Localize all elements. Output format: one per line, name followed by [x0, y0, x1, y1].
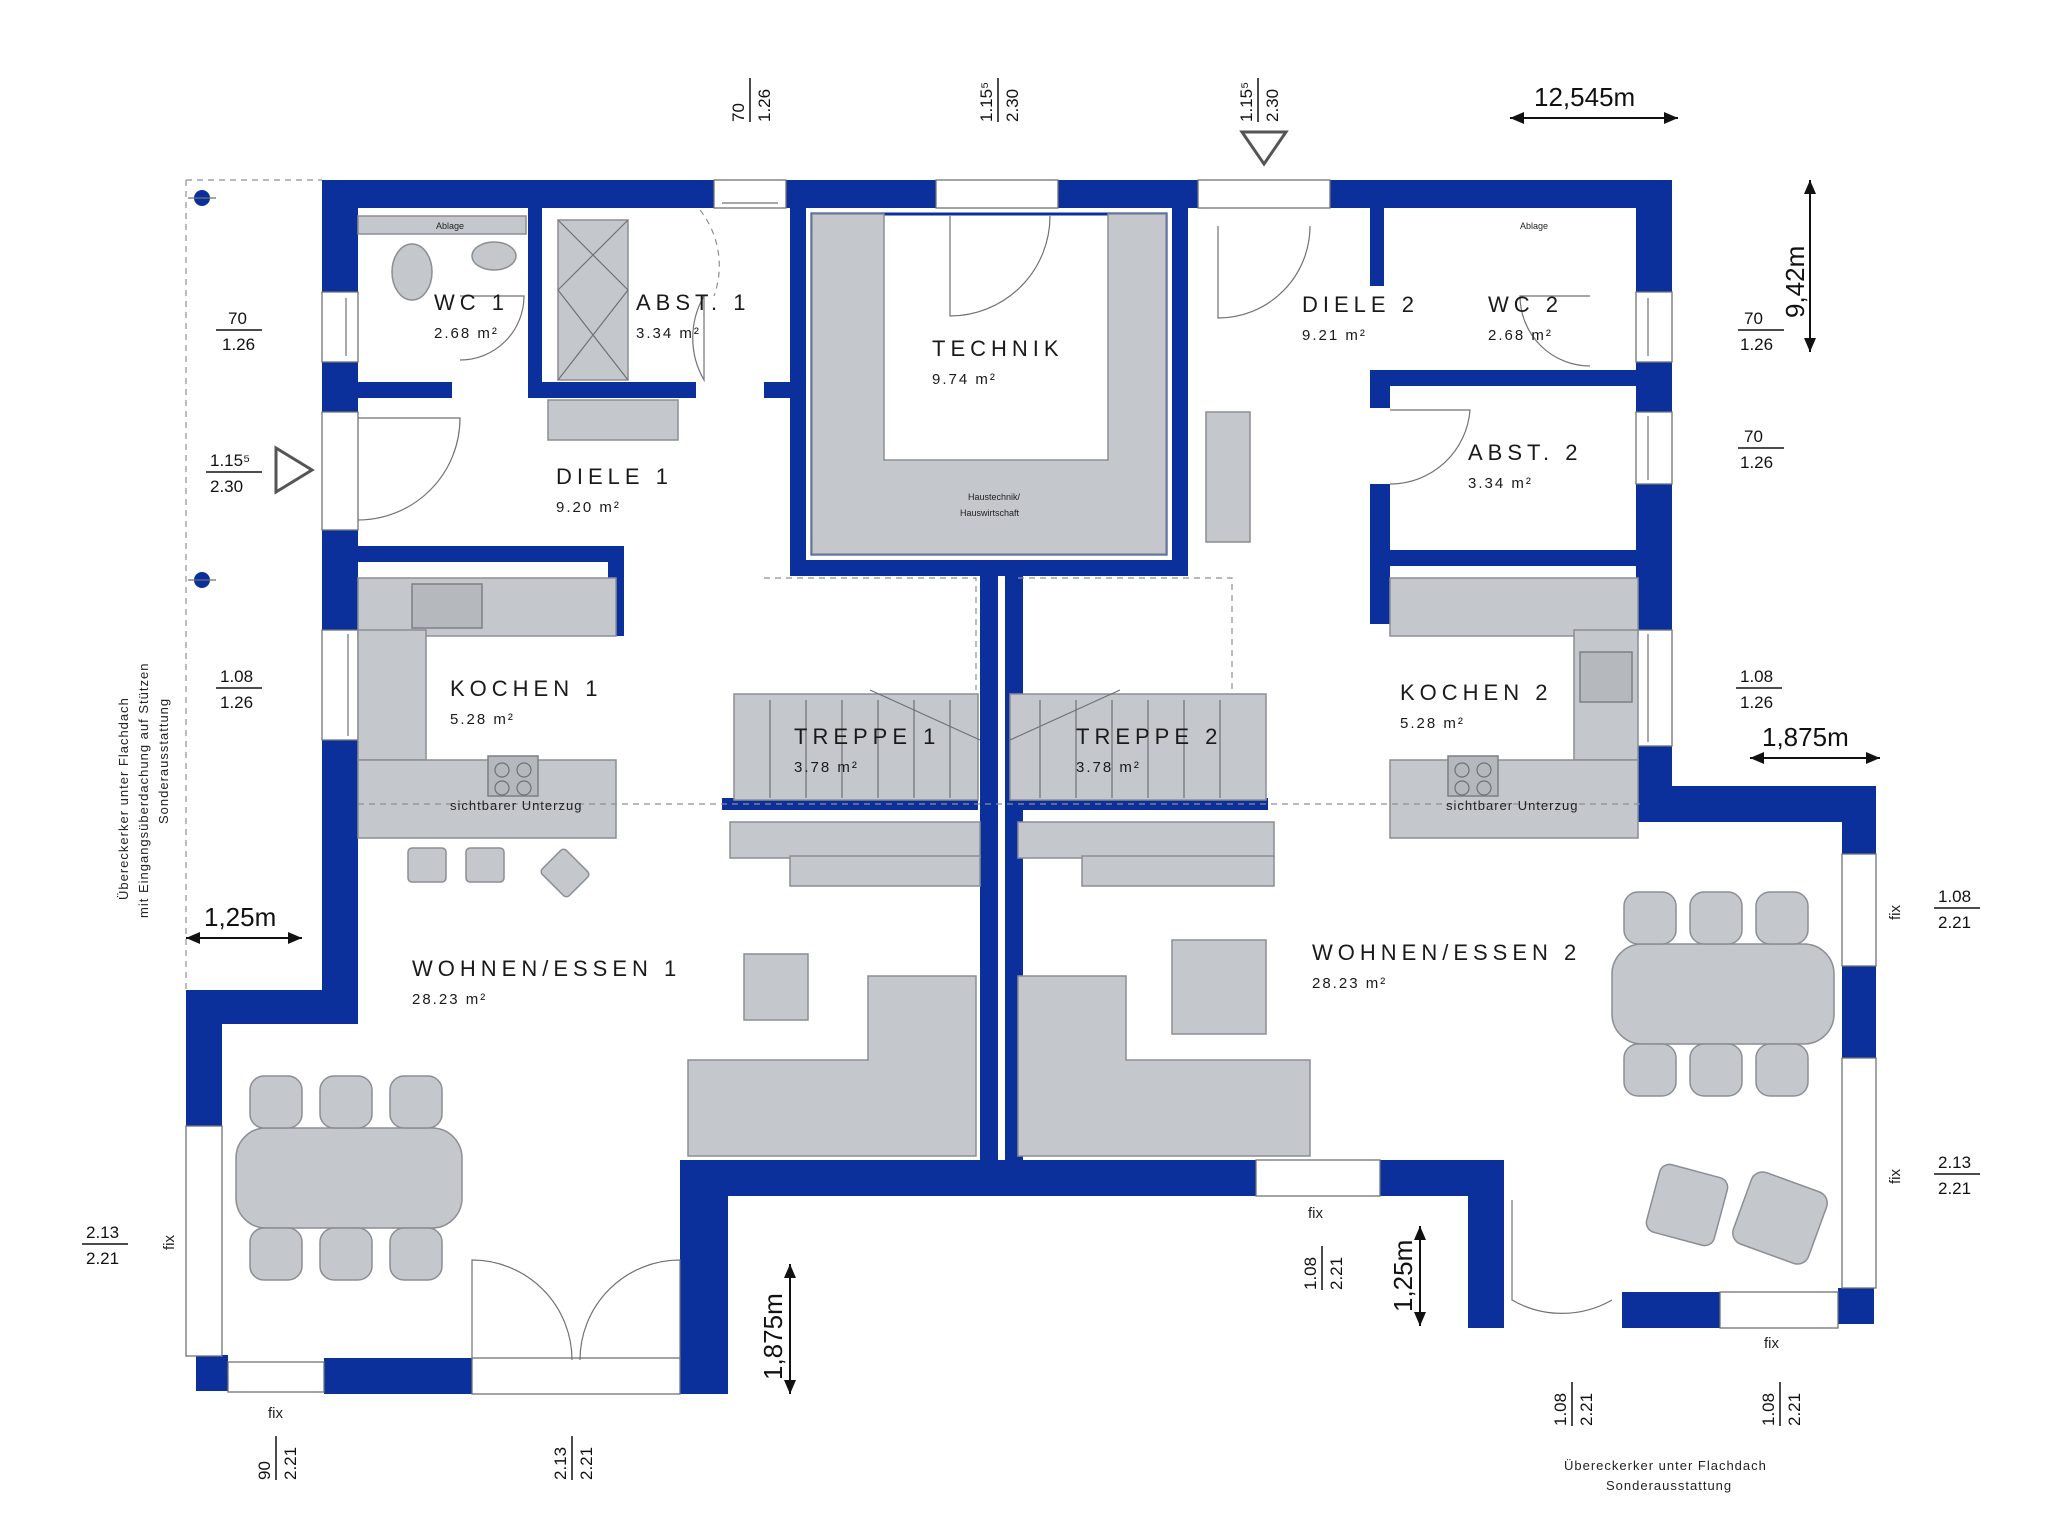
- openings: [185, 179, 1877, 1395]
- left-a-num: 70: [228, 309, 247, 328]
- right-b-num: 70: [1744, 427, 1763, 446]
- fix-labels: fix fix fix fix fix fix: [161, 905, 1904, 1423]
- technik-note-1: Haustechnik/: [968, 492, 1021, 502]
- bay-left-width: 1,875m: [758, 1293, 788, 1380]
- wohnen2-area: 28.23 m²: [1312, 975, 1387, 992]
- note-right-2: Sonderausstattung: [1606, 1478, 1732, 1493]
- right-d-num: 1.08: [1938, 887, 1971, 906]
- overall-depth: 9,42m: [1780, 246, 1810, 318]
- wc1-area: 2.68 m²: [434, 325, 499, 342]
- wc2-name: WC 2: [1488, 292, 1563, 317]
- bottom-a-den: 2.21: [281, 1447, 300, 1480]
- wohnen1-name: WOHNEN/ESSEN 1: [412, 956, 681, 981]
- fix-label: fix: [268, 1405, 284, 1422]
- wc2-area: 2.68 m²: [1488, 327, 1553, 344]
- wohnen1-area: 28.23 m²: [412, 991, 487, 1008]
- diele1-area: 9.20 m²: [556, 499, 621, 516]
- kochen1-area: 5.28 m²: [450, 711, 515, 728]
- bottom-c-num: 1.08: [1551, 1393, 1570, 1426]
- right-c-den: 1.26: [1740, 693, 1773, 712]
- notes: Übereckerker unter Flachdach mit Eingang…: [116, 179, 1767, 1493]
- left-d-den: 2.21: [86, 1249, 119, 1268]
- fix-label: fix: [161, 1235, 178, 1251]
- right-a-den: 1.26: [1740, 335, 1773, 354]
- left-a-den: 1.26: [222, 335, 255, 354]
- left-b-den: 2.30: [210, 477, 243, 496]
- right-a-num: 70: [1744, 309, 1763, 328]
- wohnen2-name: WOHNEN/ESSEN 2: [1312, 940, 1581, 965]
- left-b-num: 1.15⁵: [210, 451, 250, 470]
- top-a-num: 70: [729, 103, 748, 122]
- kochen1-name: KOCHEN 1: [450, 676, 602, 701]
- abst2-name: ABST. 2: [1468, 440, 1582, 465]
- fix-label: fix: [1308, 1205, 1324, 1222]
- treppe2-area: 3.78 m²: [1076, 759, 1141, 776]
- kochen2-area: 5.28 m²: [1400, 715, 1465, 732]
- diele2-name: DIELE 2: [1302, 292, 1419, 317]
- fix-label: fix: [1887, 1169, 1904, 1185]
- mid-a-num: 1.08: [1301, 1257, 1320, 1290]
- kochen2-name: KOCHEN 2: [1400, 680, 1552, 705]
- diele2-area: 9.21 m²: [1302, 327, 1367, 344]
- mid-a-den: 2.21: [1327, 1257, 1346, 1290]
- abst2-area: 3.34 m²: [1468, 475, 1533, 492]
- fix-label: fix: [1887, 905, 1904, 921]
- furniture: [235, 213, 1835, 1281]
- bottom-c-den: 2.21: [1577, 1393, 1596, 1426]
- bottom-a-num: 90: [255, 1461, 274, 1480]
- note-right-1: Übereckerker unter Flachdach: [1564, 1458, 1767, 1473]
- room-labels: Ablage WC 1 2.68 m² ABST. 1 3.34 m² TECH…: [412, 221, 1582, 1008]
- right-e-num: 2.13: [1938, 1153, 1971, 1172]
- top-a-den: 1.26: [755, 89, 774, 122]
- abst1-name: ABST. 1: [636, 290, 750, 315]
- note-left-2: mit Eingangsüberdachung auf Stützen: [136, 663, 151, 918]
- opening-dimensions: 70 1.26 1.15⁵ 2.30 1.15⁵ 2.30 70 1.26 1.…: [82, 78, 1980, 1480]
- treppe1-name: TREPPE 1: [794, 724, 940, 749]
- note-left-3: Sonderausstattung: [156, 698, 171, 824]
- left-d-num: 2.13: [86, 1223, 119, 1242]
- bottom-b-num: 2.13: [551, 1447, 570, 1480]
- right-b-den: 1.26: [1740, 453, 1773, 472]
- top-b-den: 2.30: [1003, 89, 1022, 122]
- wc1-name: WC 1: [434, 290, 509, 315]
- bottom-d-den: 2.21: [1785, 1393, 1804, 1426]
- treppe2-name: TREPPE 2: [1076, 724, 1222, 749]
- technik-name: TECHNIK: [932, 336, 1064, 361]
- dimensions: 12,545m 9,42m 1,25m 1,875m 1,875m 1,25m: [186, 82, 1880, 1394]
- treppe1-area: 3.78 m²: [794, 759, 859, 776]
- kochen2-beam: sichtbarer Unterzug: [1446, 798, 1578, 813]
- technik-note-2: Hauswirtschaft: [960, 508, 1020, 518]
- right-d-den: 2.21: [1938, 913, 1971, 932]
- right-e-den: 2.21: [1938, 1179, 1971, 1198]
- left-c-den: 1.26: [220, 693, 253, 712]
- wc1-shelf-label: Ablage: [436, 221, 464, 231]
- top-c-den: 2.30: [1263, 89, 1282, 122]
- right-c-num: 1.08: [1740, 667, 1773, 686]
- overall-width: 12,545m: [1534, 82, 1635, 112]
- bottom-d-num: 1.08: [1759, 1393, 1778, 1426]
- top-c-num: 1.15⁵: [1237, 82, 1256, 122]
- bay-left-depth: 1,25m: [204, 902, 276, 932]
- abst1-area: 3.34 m²: [636, 325, 701, 342]
- wc2-shelf-label: Ablage: [1520, 221, 1548, 231]
- left-c-num: 1.08: [220, 667, 253, 686]
- fix-label: fix: [1764, 1335, 1780, 1352]
- diele1-name: DIELE 1: [556, 464, 673, 489]
- top-b-num: 1.15⁵: [977, 82, 996, 122]
- note-left-1: Übereckerker unter Flachdach: [116, 697, 131, 900]
- bottom-b-den: 2.21: [577, 1447, 596, 1480]
- technik-area: 9.74 m²: [932, 371, 997, 388]
- bay-right-depth: 1,25m: [1388, 1240, 1418, 1312]
- bay-right-width: 1,875m: [1762, 722, 1849, 752]
- kochen1-beam: sichtbarer Unterzug: [450, 798, 582, 813]
